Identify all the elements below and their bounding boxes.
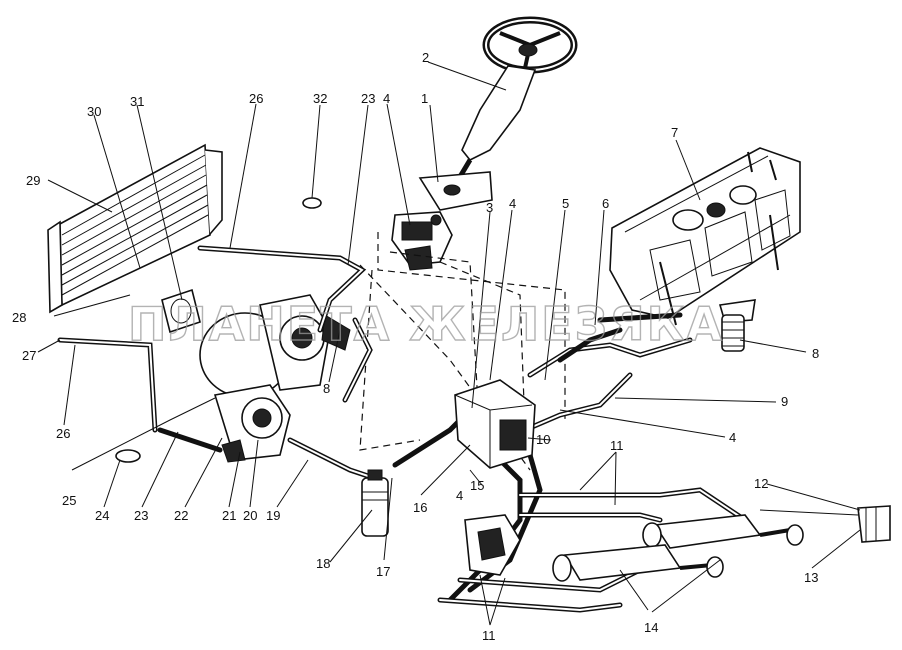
filter-element: [721, 314, 745, 352]
label-26: 26: [249, 91, 263, 106]
label-26b: 26: [56, 426, 70, 441]
label-9: 9: [781, 394, 788, 409]
gear-pump-upper: [199, 294, 351, 398]
label-4d: 4: [456, 488, 463, 503]
label-19: 19: [266, 508, 280, 523]
label-12: 12: [754, 476, 768, 491]
label-21: 21: [222, 508, 236, 523]
oil-tank: [609, 147, 801, 326]
label-4c: 4: [729, 430, 736, 445]
label-1: 1: [421, 91, 428, 106]
label-11b: 11: [482, 628, 496, 643]
gear-pump-lower: [213, 384, 291, 463]
gasket: [115, 197, 322, 463]
label-32: 32: [313, 91, 327, 106]
fine-filter: [361, 469, 389, 537]
cylinder-lower: [552, 544, 724, 582]
cylinder-upper: [642, 514, 804, 549]
steering-wheel: [482, 16, 578, 74]
label-8: 8: [812, 346, 819, 361]
label-25: 25: [62, 493, 76, 508]
leader-lines: [37, 61, 861, 626]
label-3: 3: [486, 200, 493, 215]
label-24: 24: [95, 508, 109, 523]
oil-cooler: [47, 143, 223, 314]
watermark: ПЛАНЕТА ЖЕЛЕЗЯКА: [128, 297, 724, 351]
label-7: 7: [671, 125, 678, 140]
label-23b: 23: [361, 91, 375, 106]
label-27: 27: [22, 348, 36, 363]
steering-valve: [391, 211, 453, 271]
label-8b: 8: [323, 381, 330, 396]
valve-block: [464, 514, 521, 576]
label-4: 4: [383, 91, 390, 106]
label-31: 31: [130, 94, 144, 109]
label-11: 11: [610, 438, 624, 453]
label-2: 2: [422, 50, 429, 65]
label-29: 29: [26, 173, 40, 188]
label-30: 30: [87, 104, 101, 119]
callout-numbers: 1 2 3 4 4 4 4 5 6 7 8 8 9 10 11 11 12 13…: [12, 50, 819, 643]
label-20: 20: [243, 508, 257, 523]
label-16: 16: [413, 500, 427, 515]
hoses: [57, 245, 748, 613]
pivot-fitting: [759, 505, 891, 543]
label-23: 23: [134, 508, 148, 523]
label-22: 22: [174, 508, 188, 523]
label-4b: 4: [509, 196, 516, 211]
label-13: 13: [804, 570, 818, 585]
label-18: 18: [316, 556, 330, 571]
label-6: 6: [602, 196, 609, 211]
label-14: 14: [644, 620, 658, 635]
distributor: [454, 379, 536, 469]
label-17: 17: [376, 564, 390, 579]
label-15: 15: [470, 478, 484, 493]
label-5: 5: [562, 196, 569, 211]
steering-column: [418, 65, 537, 211]
label-10: 10: [536, 432, 550, 447]
label-28: 28: [12, 310, 26, 325]
